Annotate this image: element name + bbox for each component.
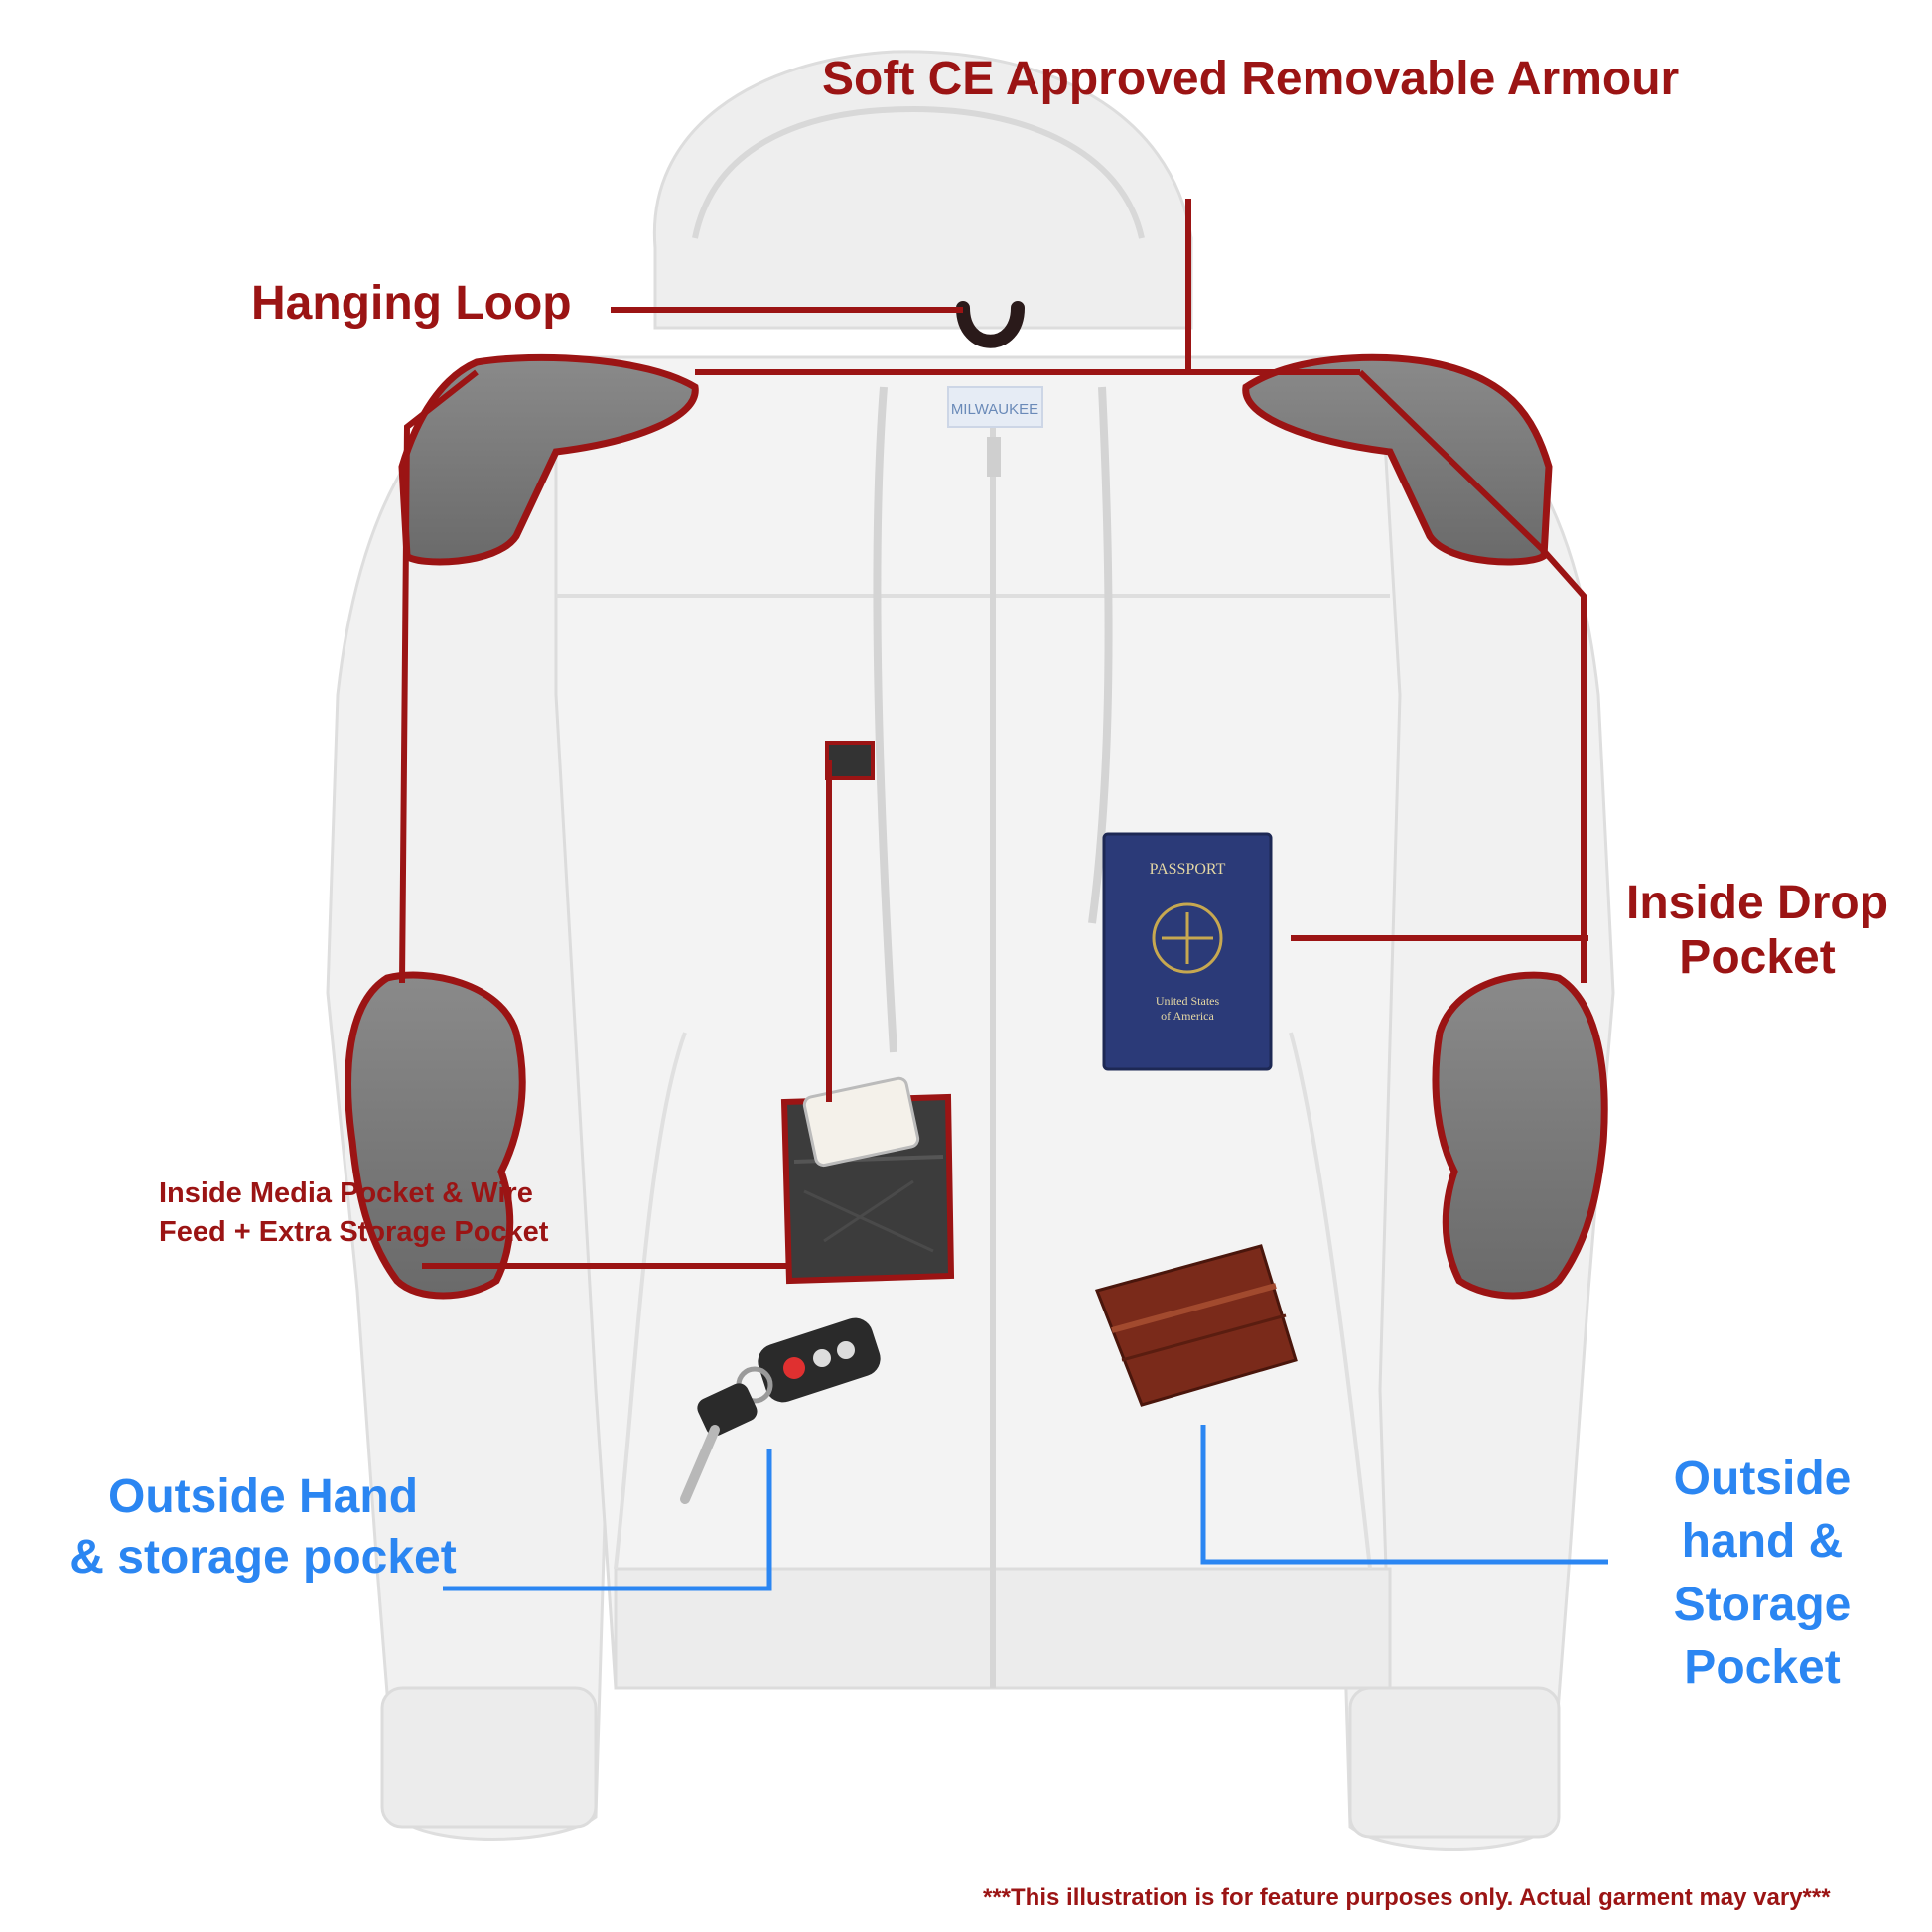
outside-right-line1: Outside: [1673, 1452, 1852, 1505]
collar-tag: MILWAUKEE: [951, 401, 1038, 418]
passport-caption-line2: of America: [1161, 1009, 1214, 1023]
hanging-loop-label: Hanging Loop: [251, 277, 572, 330]
elbow-armour-icon: [1432, 971, 1608, 1300]
media-pocket-line2: Feed + Extra Storage Pocket: [159, 1216, 549, 1249]
passport-title: PASSPORT: [1150, 861, 1226, 878]
media-pocket-line1: Inside Media Pocket & Wire: [159, 1177, 533, 1209]
outside-hand-pocket-right-label: Outside hand & Storage Pocket: [1628, 1448, 1896, 1699]
shoulder-armour-icon: [398, 353, 699, 566]
outside-hand-pocket-left-label: Outside Hand & storage pocket: [50, 1466, 477, 1588]
passport-icon: PASSPORT United States of America: [1102, 832, 1273, 1071]
outside-right-line3: Storage: [1673, 1578, 1852, 1631]
armour-label: Soft CE Approved Removable Armour: [822, 53, 1680, 105]
media-pocket-label: Inside Media Pocket & Wire Feed + Extra …: [159, 1174, 548, 1252]
outside-left-line2: & storage pocket: [69, 1531, 457, 1585]
phone-icon: [802, 1076, 920, 1168]
blue-callout-lines: [443, 1425, 1608, 1591]
disclaimer-text: ***This illustration is for feature purp…: [983, 1884, 1831, 1911]
outside-right-line2: hand &: [1681, 1515, 1844, 1569]
car-key-icon: [680, 1317, 881, 1504]
wallet-icon: [1094, 1244, 1298, 1407]
inside-drop-line2: Pocket: [1679, 931, 1836, 985]
red-callout-lines: [399, 199, 1588, 1269]
outside-left-line1: Outside Hand: [107, 1470, 419, 1523]
inside-drop-pocket-label: Inside Drop Pocket: [1608, 876, 1906, 985]
inside-drop-line1: Inside Drop: [1625, 877, 1889, 929]
outside-right-line4: Pocket: [1684, 1641, 1841, 1695]
hanging-loop-icon: [956, 301, 1025, 348]
shoulder-armour-icon: [1242, 353, 1553, 566]
passport-caption-line1: United States: [1156, 994, 1220, 1008]
elbow-armour-icon: [345, 971, 526, 1300]
